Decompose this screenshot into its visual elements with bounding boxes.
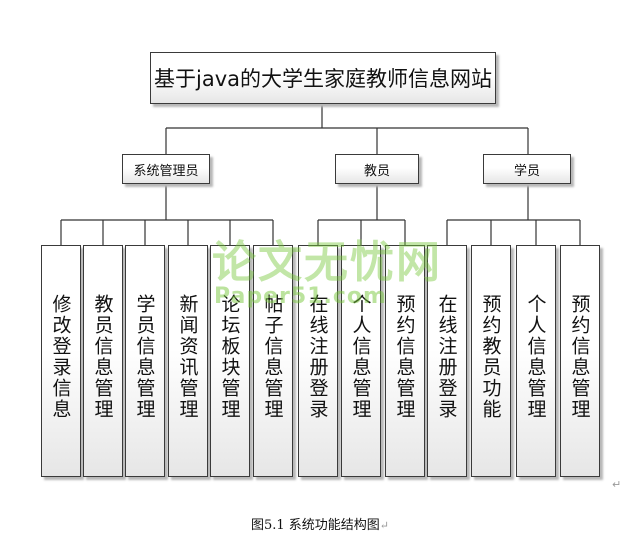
watermark-url: Paper51.com [214,284,387,309]
leaf-node: 个人信息管理 [516,245,556,477]
paragraph-mark: ↵ [612,478,622,491]
branch-node-student: 学员 [483,154,571,184]
leaf-label: 新闻资讯管理 [176,294,199,420]
leaf-node: 教员信息管理 [83,245,123,477]
leaf-node: 预约教员功能 [471,245,511,477]
leaf-node: 学员信息管理 [125,245,165,477]
branch-label: 教员 [363,163,390,179]
leaf-label: 预约信息管理 [393,294,416,420]
leaf-label: 个人信息管理 [349,294,372,420]
leaf-node: 帖子信息管理 [253,245,293,477]
branch-node-tutor: 教员 [335,154,419,184]
leaf-label: 修改登录信息 [49,294,72,420]
paragraph-mark: ↵ [379,519,390,532]
leaf-label: 论坛板块管理 [218,294,241,420]
leaf-node: 预约信息管理 [385,245,425,477]
leaf-label: 在线注册登录 [306,294,329,420]
leaf-label: 学员信息管理 [133,294,156,420]
branch-node-admin: 系统管理员 [122,154,210,184]
figure-caption: 图5.1 系统功能结构图↵ [0,514,640,533]
root-node: 基于java的大学生家庭教师信息网站 [150,52,496,104]
branch-label: 系统管理员 [133,163,199,179]
leaf-node: 在线注册登录 [427,245,467,477]
caption-text: 图5.1 系统功能结构图 [250,518,380,533]
leaf-label: 个人信息管理 [524,294,547,420]
watermark-logo: 论文无忧网 [212,237,442,288]
leaf-node: 在线注册登录 [298,245,338,477]
leaf-label: 帖子信息管理 [261,294,284,420]
leaf-node: 预约信息管理 [560,245,600,477]
leaf-label: 预约信息管理 [568,294,591,420]
leaf-label: 在线注册登录 [435,294,458,420]
leaf-label: 预约教员功能 [479,294,502,420]
branch-label: 学员 [513,163,540,179]
root-label: 基于java的大学生家庭教师信息网站 [154,67,492,91]
leaf-node: 修改登录信息 [41,245,81,477]
leaf-node: 论坛板块管理 [210,245,250,477]
leaf-label: 教员信息管理 [91,294,114,420]
leaf-node: 个人信息管理 [341,245,381,477]
leaf-node: 新闻资讯管理 [168,245,208,477]
